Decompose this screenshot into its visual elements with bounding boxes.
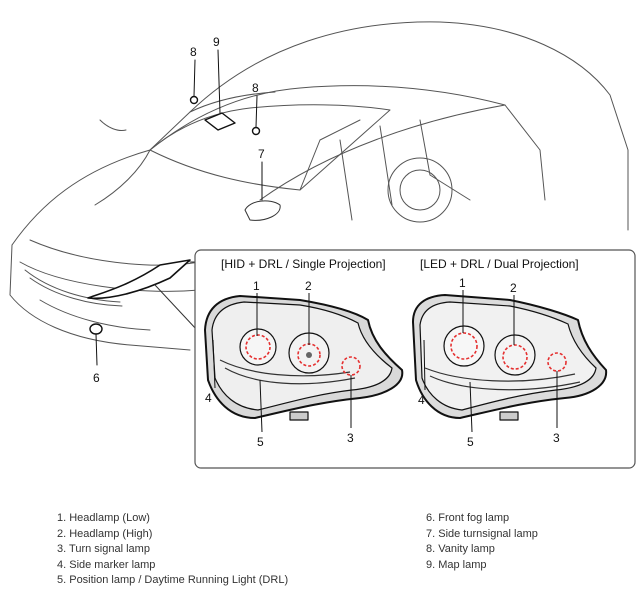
legend-right: 6. Front fog lamp 7. Side turnsignal lam… <box>426 511 538 573</box>
led-high-beam-marker <box>502 344 528 370</box>
legend-item: 2. Headlamp (High) <box>57 527 153 540</box>
callout-4-led: 4 <box>418 393 425 407</box>
callout-9: 9 <box>213 35 220 49</box>
legend-item: 6. Front fog lamp <box>426 512 510 524</box>
inset-title-hid: [HID + DRL / Single Projection] <box>221 257 386 271</box>
callout-2-led: 2 <box>510 281 517 295</box>
callout-1-hid: 1 <box>253 279 260 293</box>
headlamp-led <box>412 294 608 421</box>
hid-turn-signal-marker <box>341 356 361 376</box>
callout-5-led: 5 <box>467 435 474 449</box>
callout-7: 7 <box>258 147 265 161</box>
fog-lamp-on-car <box>89 323 103 335</box>
map-lamp-on-car <box>204 112 236 131</box>
legend-item: 7. Side turnsignal lamp <box>426 527 538 540</box>
car-outline <box>9 21 629 351</box>
headlamp-hid <box>204 295 404 421</box>
vanity-lamp-left-on-car <box>189 95 199 105</box>
legend-item: 4. Side marker lamp <box>57 558 156 571</box>
callout-2-hid: 2 <box>305 279 312 293</box>
callout-4-hid: 4 <box>205 391 212 405</box>
legend-item: 8. Vanity lamp <box>426 543 495 555</box>
hid-low-beam-marker <box>245 334 271 360</box>
callout-3-hid: 3 <box>347 431 354 445</box>
callout-3-led: 3 <box>553 431 560 445</box>
callout-6: 6 <box>93 371 100 385</box>
led-low-beam-marker <box>450 332 478 360</box>
vanity-lamp-right-on-car <box>251 126 261 136</box>
callout-1-led: 1 <box>459 276 466 290</box>
led-turn-signal-marker <box>547 352 567 372</box>
callout-5-hid: 5 <box>257 435 264 449</box>
callout-8-left: 8 <box>190 45 197 59</box>
inset-title-led: [LED + DRL / Dual Projection] <box>420 257 579 271</box>
legend-item: 9. Map lamp <box>426 558 487 571</box>
legend-left: 1. Headlamp (Low) 2. Headlamp (High) 3. … <box>57 511 288 589</box>
headlamp-on-car <box>87 259 191 300</box>
lamp-location-diagram: [HID + DRL / Single Projection] [LED + D… <box>9 21 636 469</box>
legend-item: 1. Headlamp (Low) <box>57 512 150 524</box>
legend-item: 5. Position lamp / Daytime Running Light… <box>57 574 289 586</box>
legend-item: 3. Turn signal lamp <box>57 543 150 555</box>
callout-8-right: 8 <box>252 81 259 95</box>
